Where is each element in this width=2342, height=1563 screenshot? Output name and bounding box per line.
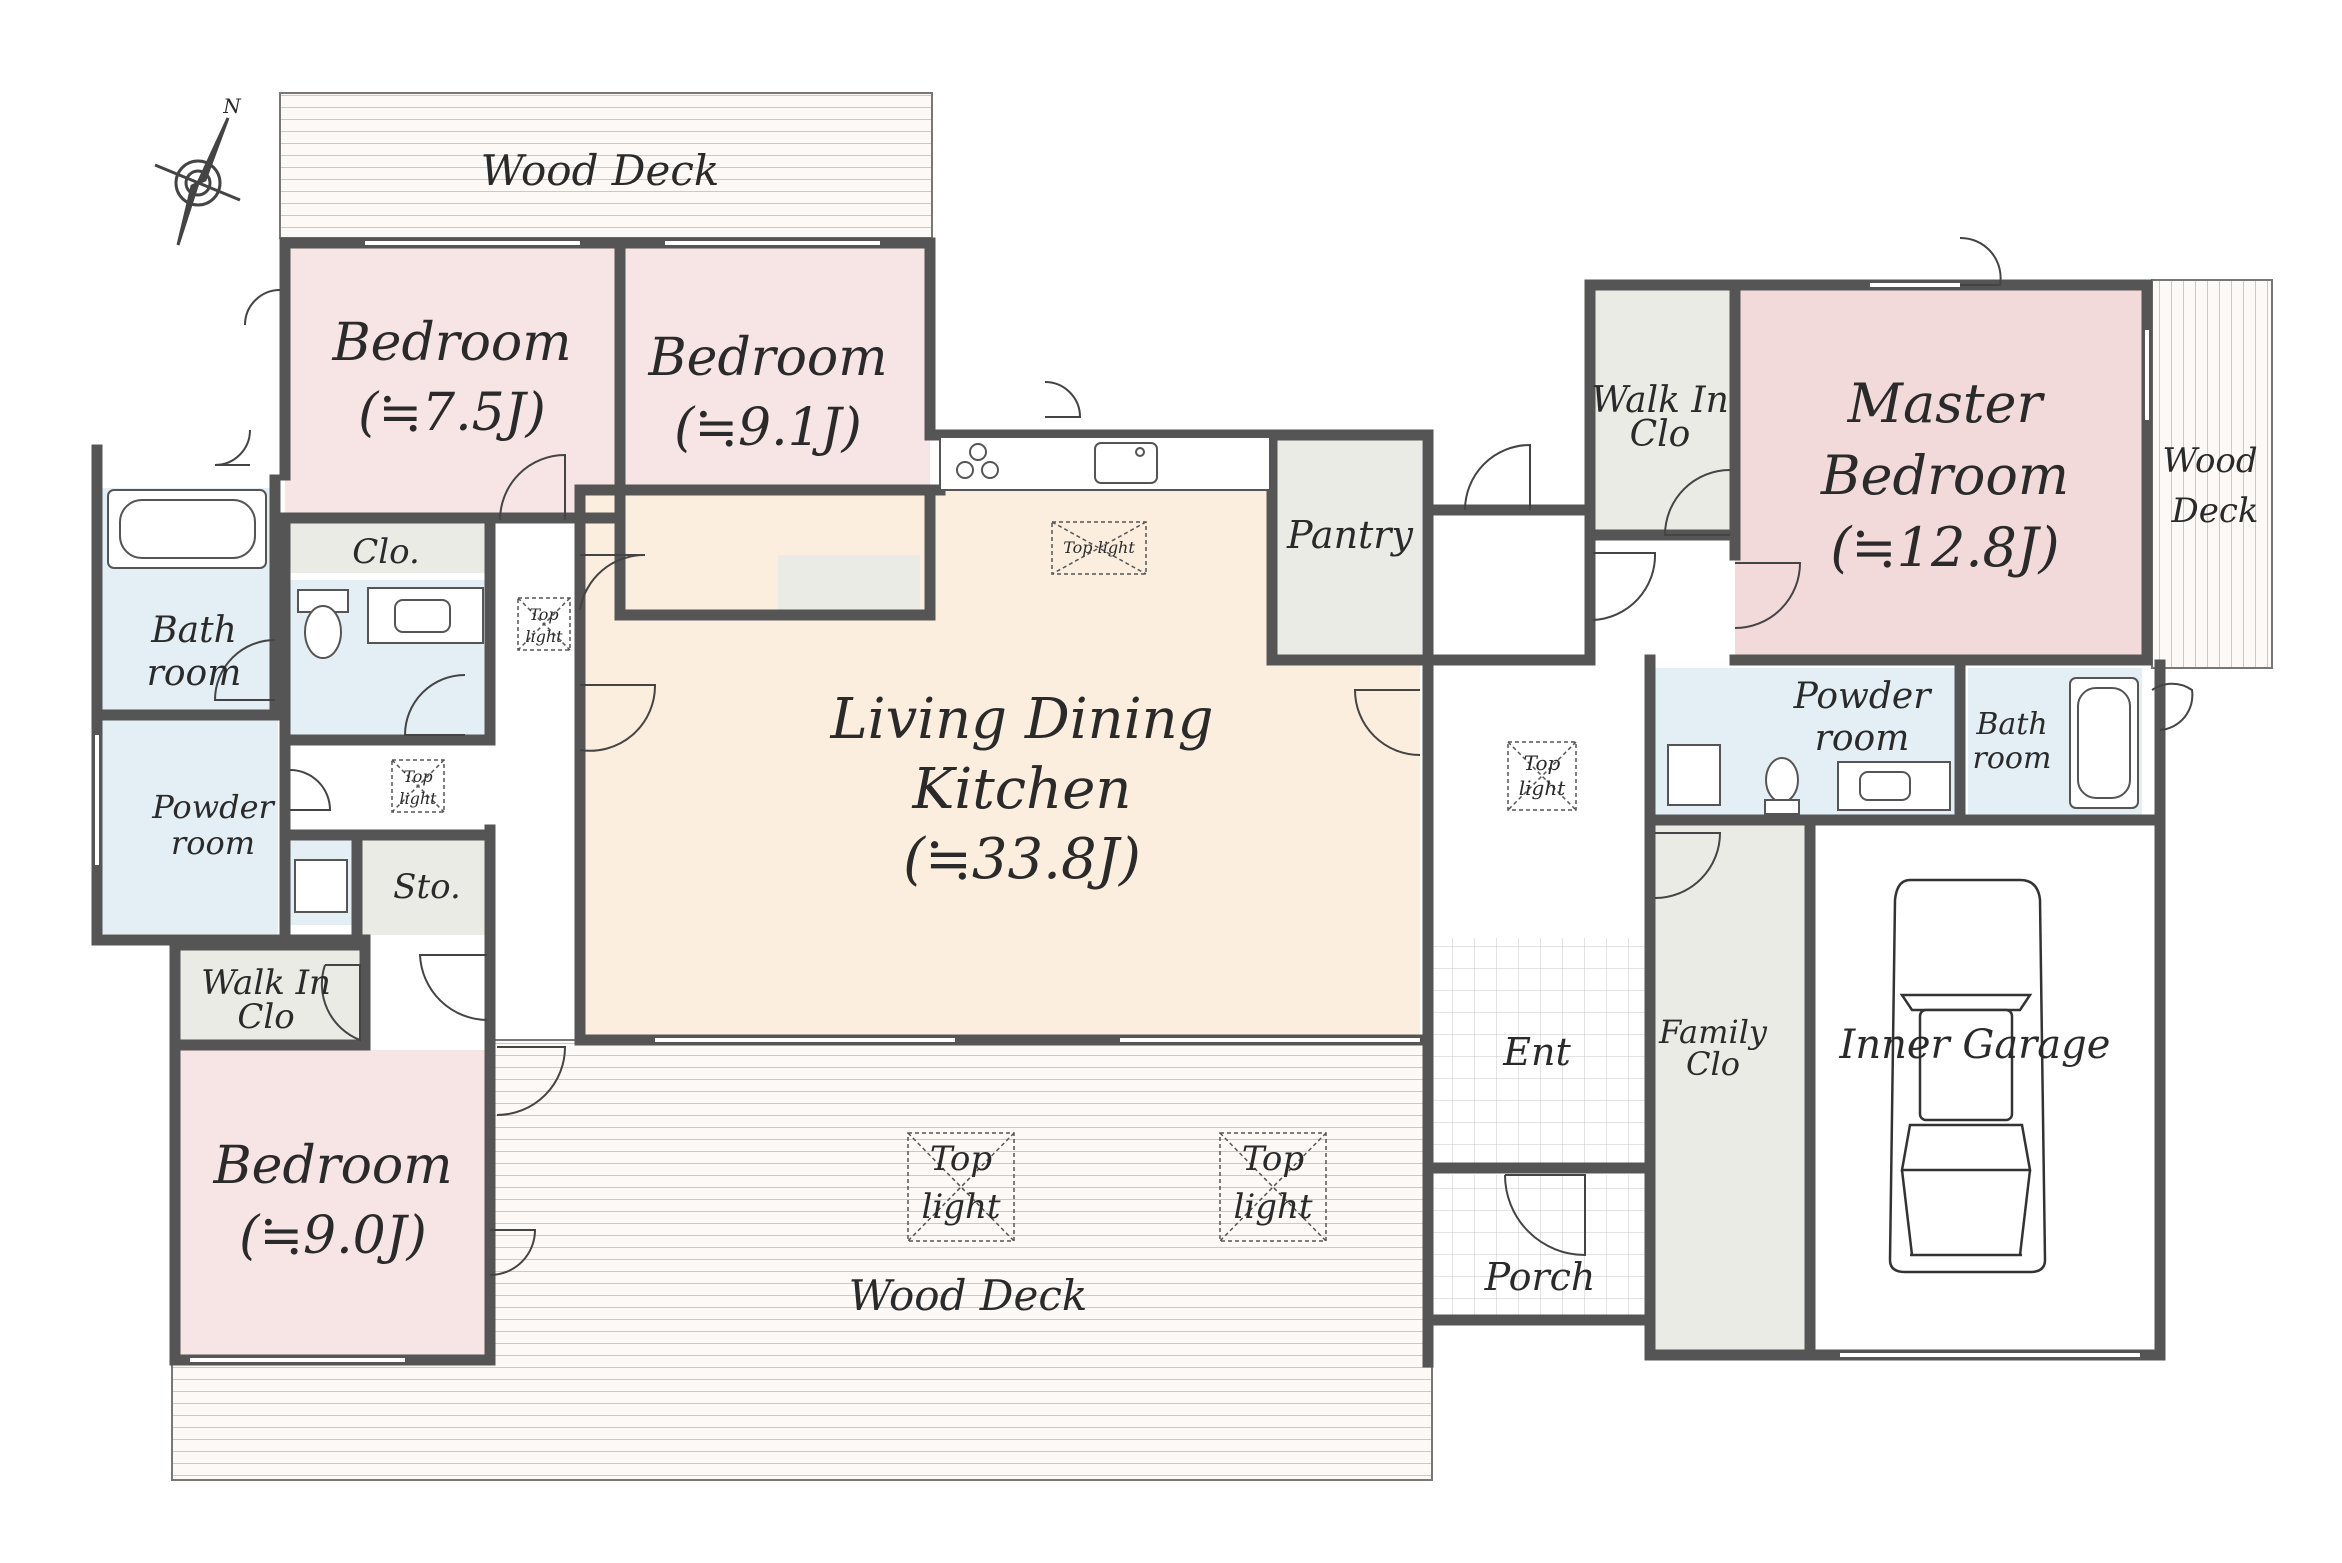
porch-tile (1432, 1175, 1647, 1315)
ent-tile (1432, 938, 1647, 1168)
porch-label: Porch (1484, 1255, 1596, 1299)
wood-deck-top (279, 92, 933, 239)
shower-left (294, 859, 348, 913)
bath-right-label-2: room (1973, 741, 2052, 776)
top-light-label-deck-right: Top (1242, 1139, 1304, 1179)
top-light-label-hall-top: Top (529, 605, 558, 624)
bedroom-9-1-closet-fill (778, 555, 920, 617)
powder-right-label-2: room (1815, 718, 1910, 759)
bedroom-9-0-name: Bedroom (212, 1136, 452, 1196)
ldk-size: (≒33.8J) (903, 827, 1141, 892)
top-light-label-kitchen: Top light (1063, 538, 1135, 557)
walkin-right-fill (1590, 285, 1730, 535)
kitchen-counter (939, 436, 1271, 491)
top-light-label-deck-left-2: light (921, 1187, 1000, 1227)
master-bedroom-name-2: Bedroom (1820, 444, 2069, 507)
master-bedroom-size: (≒12.8J) (1830, 516, 2059, 579)
top-light-label-deck-left: Top (930, 1139, 992, 1179)
master-bedroom-name-1: Master (1847, 372, 2046, 435)
top-light-label-entry: Top (1524, 751, 1561, 775)
closet-bottom-right-fill (1655, 1172, 1807, 1352)
wood-deck-top-label: Wood Deck (481, 146, 720, 195)
powder-right-label-1: Powder (1793, 676, 1933, 717)
ldk-name-1: Living Dining (829, 687, 1213, 752)
windows (95, 241, 2149, 1362)
top-light-markers (391, 521, 1577, 1242)
wood-deck-right-label-1: Wood (2162, 441, 2257, 481)
family-clo-fill (1655, 822, 1807, 1172)
bedroom-9-1-size: (≒9.1J) (674, 398, 862, 458)
top-light-label-hall-bottom: Top (403, 767, 432, 786)
walkin-right-label-1: Walk In (1591, 380, 1729, 421)
wood-deck-right (2151, 279, 2273, 669)
walkin-left-fill (180, 945, 360, 1043)
powder-left-label-1: Powder (151, 788, 275, 826)
top-light-label-hall-top-2: light (525, 627, 563, 646)
compass-icon (154, 117, 241, 246)
doors (213, 236, 2194, 1276)
car-icon (1888, 878, 2047, 1274)
powder-left-label-2: room (171, 824, 255, 862)
toilet-right (1764, 757, 1800, 815)
top-light-label-deck-right-2: light (1233, 1187, 1312, 1227)
compass-north-label: N (222, 94, 242, 118)
shower-right (1667, 744, 1721, 806)
walkin-left-label-1: Walk In (201, 963, 331, 1003)
clo-fill (290, 523, 487, 573)
vanity-left (367, 587, 484, 644)
family-clo-label-2: Clo (1686, 1045, 1740, 1083)
bedroom-7-5-fill (285, 243, 620, 518)
wood-deck-right-label-2: Deck (2170, 491, 2258, 531)
pantry-label: Pantry (1286, 513, 1413, 557)
inner-garage-label: Inner Garage (1839, 1022, 2111, 1068)
bedroom-7-5-name: Bedroom (331, 313, 571, 373)
walkin-right-label-2: Clo (1630, 414, 1691, 455)
bath-left-label-1: Bath (150, 610, 237, 651)
family-clo-label-1: Family (1658, 1013, 1768, 1051)
sto-fill (362, 830, 487, 935)
ldk-name-2: Kitchen (912, 757, 1132, 822)
pantry-fill (1272, 435, 1422, 660)
bedroom-9-0-fill (180, 1050, 486, 1360)
ent-label: Ent (1502, 1030, 1571, 1074)
bathtub-right (2069, 677, 2139, 809)
toilet-left (297, 589, 349, 659)
bedroom-9-1-name: Bedroom (647, 328, 887, 388)
vanity-right (1837, 761, 1951, 811)
clo-label: Clo. (352, 532, 420, 572)
powder-left-fill (102, 720, 278, 934)
top-light-label-entry-2: light (1519, 776, 1566, 800)
bathtub-left (107, 489, 267, 569)
walls (91, 237, 2166, 1368)
top-light-label-hall-bottom-2: light (399, 789, 437, 808)
bedroom-9-0-size: (≒9.0J) (239, 1206, 427, 1266)
bath-right-label-1: Bath (1975, 707, 2047, 742)
master-bedroom-fill (1735, 285, 2147, 655)
sto-label: Sto. (393, 867, 461, 907)
bedroom-7-5-size: (≒7.5J) (358, 383, 546, 443)
wood-deck-bottom-label: Wood Deck (849, 1271, 1088, 1320)
walkin-left-label-2: Clo (237, 997, 294, 1037)
bath-left-label-2: room (147, 653, 242, 694)
